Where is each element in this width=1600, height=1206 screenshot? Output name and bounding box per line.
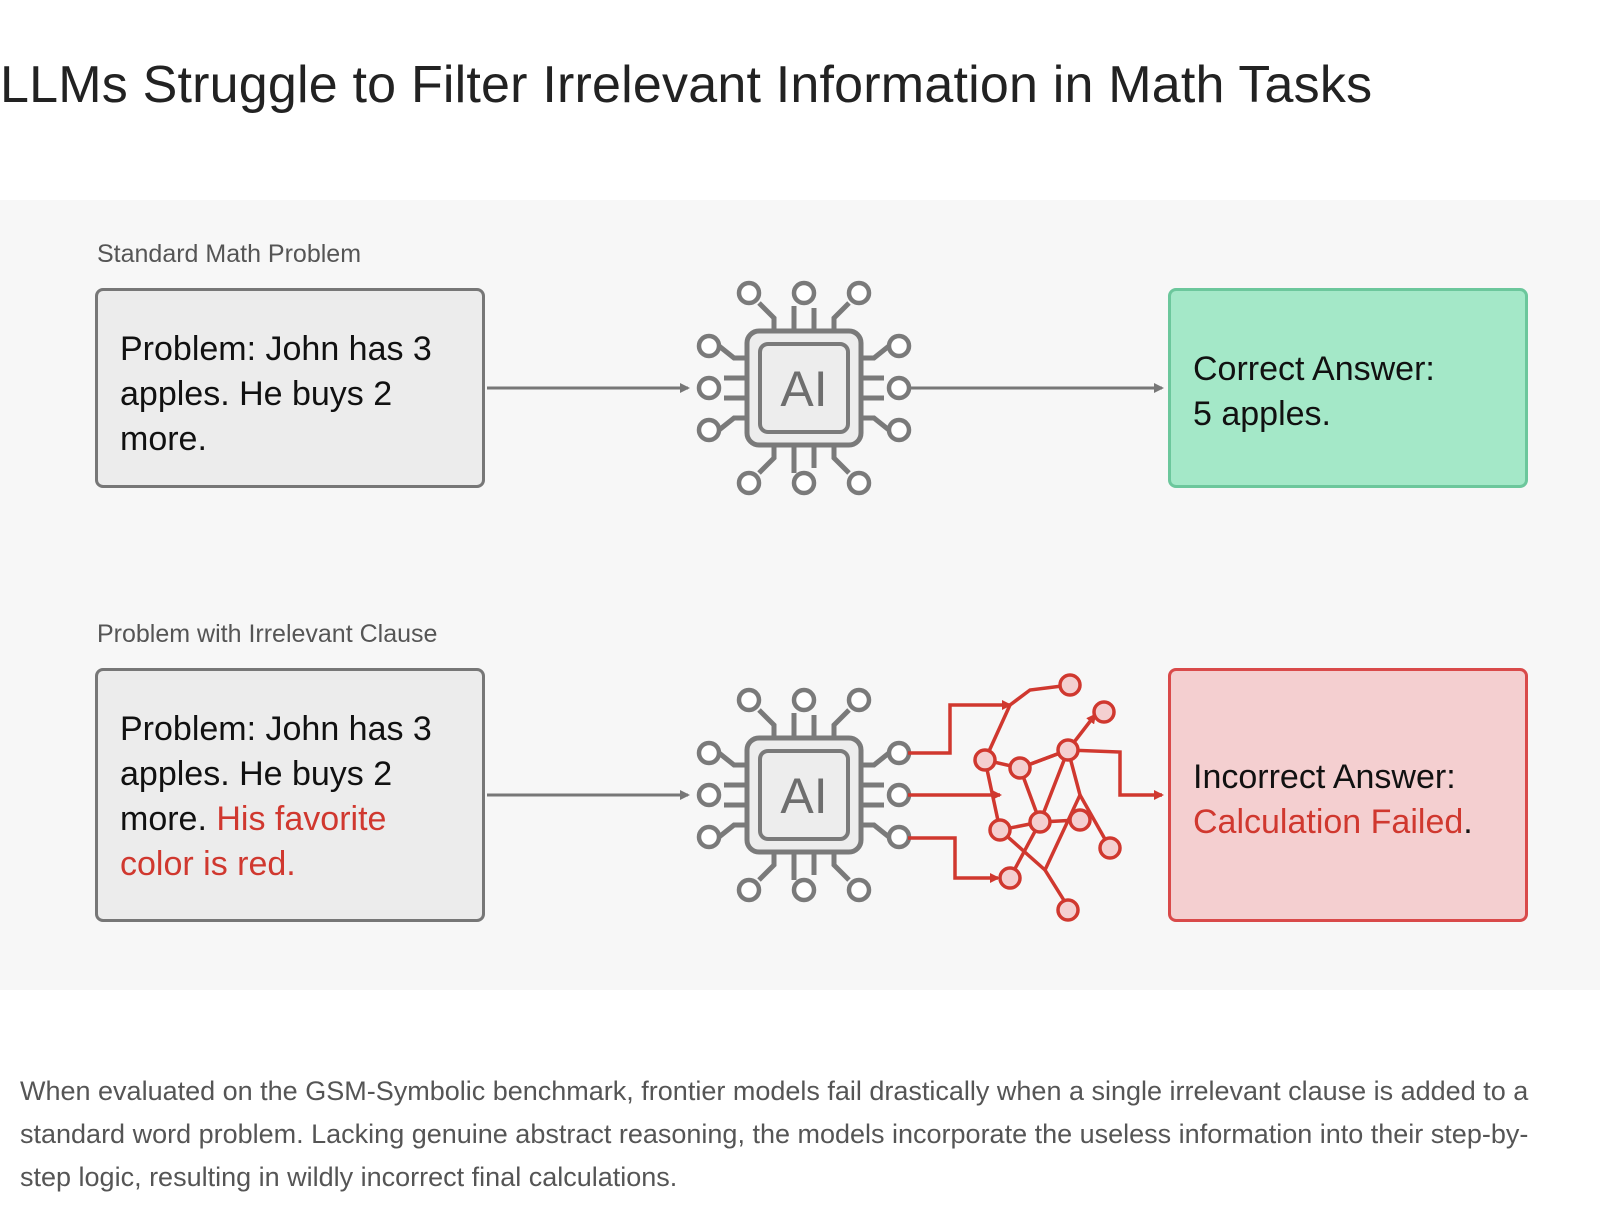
- incorrect-answer-value: Calculation Failed: [1193, 803, 1464, 841]
- incorrect-answer-suffix: .: [1463, 803, 1473, 841]
- diagram-graphics: AI AI: [487, 0, 1164, 922]
- correct-answer-box: Correct Answer: 5 apples.: [1168, 288, 1528, 488]
- page-title: LLMs Struggle to Filter Irrelevant Infor…: [0, 56, 1373, 114]
- irrelevant-problem-box: Problem: John has 3 apples. He buys 2 mo…: [95, 668, 485, 922]
- chip-label-1: AI: [780, 361, 827, 417]
- incorrect-answer-box: Incorrect Answer: Calculation Failed.: [1168, 668, 1528, 922]
- ai-chip-icon: AI: [699, 283, 909, 493]
- standard-problem-text: Problem: John has 3 apples. He buys 2 mo…: [120, 330, 432, 458]
- standard-problem-box: Problem: John has 3 apples. He buys 2 mo…: [95, 288, 485, 488]
- correct-answer-value: 5 apples.: [1193, 395, 1331, 433]
- network-nodes: [973, 673, 1122, 922]
- chip-label-2: AI: [780, 768, 827, 824]
- row-label-standard: Standard Math Problem: [97, 240, 362, 268]
- irrelevant-problem-text: Problem: John has 3 apples. He buys 2 mo…: [120, 710, 432, 838]
- caption-paragraph: When evaluated on the GSM-Symbolic bench…: [20, 1076, 1529, 1192]
- incorrect-answer-prefix: Incorrect Answer:: [1193, 758, 1456, 796]
- tangled-reasoning-network-icon: [908, 683, 1164, 912]
- irrelevant-clause-text: His favorite color is red.: [120, 800, 387, 883]
- row-label-irrelevant: Problem with Irrelevant Clause: [97, 620, 438, 648]
- ai-chip-icon-2: AI: [699, 690, 909, 900]
- correct-answer-prefix: Correct Answer:: [1193, 350, 1435, 388]
